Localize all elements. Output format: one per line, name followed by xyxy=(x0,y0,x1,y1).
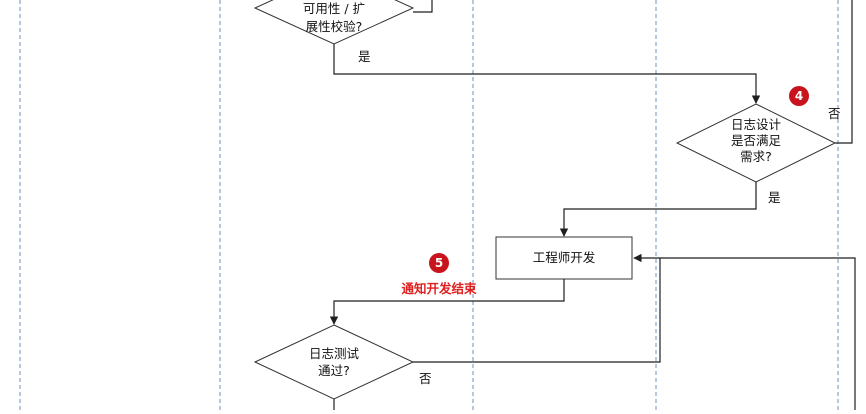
label-yes-top: 是 xyxy=(358,49,371,64)
decision-log-design-line-2: 是否满足 xyxy=(731,133,782,148)
process-engineer-development-label: 工程师开发 xyxy=(533,250,596,265)
decision-log-test-line-2: 通过? xyxy=(318,363,350,378)
note-notify-dev-done: 通知开发结束 xyxy=(401,281,477,296)
step-badge-5-text: 5 xyxy=(435,256,443,270)
connector-top-right-stub xyxy=(413,0,433,13)
label-no-bottom: 否 xyxy=(419,371,432,386)
connector-top-yes-to-log-design xyxy=(333,44,761,104)
step-badge-4-text: 4 xyxy=(795,89,803,103)
connector-return-to-dev xyxy=(633,253,856,410)
connector-dev-to-log-test xyxy=(329,279,565,325)
connector-log-design-no-up xyxy=(835,0,853,144)
step-badge-5 xyxy=(429,253,449,273)
decision-availability-line-2: 展性校验? xyxy=(306,19,363,34)
decision-log-test-line-1: 日志测试 xyxy=(309,346,360,361)
connector-log-design-yes-to-dev xyxy=(559,182,757,237)
label-yes-mid: 是 xyxy=(768,190,781,205)
label-no-right: 否 xyxy=(828,106,841,121)
decision-availability-line-1: 可用性 / 扩 xyxy=(303,1,365,16)
decision-log-design-line-3: 需求? xyxy=(740,149,772,164)
decision-log-design-line-1: 日志设计 xyxy=(731,117,781,132)
step-badge-4 xyxy=(789,86,809,106)
decision-log-test xyxy=(253,324,415,400)
connector-log-test-no-to-dev xyxy=(413,258,661,363)
